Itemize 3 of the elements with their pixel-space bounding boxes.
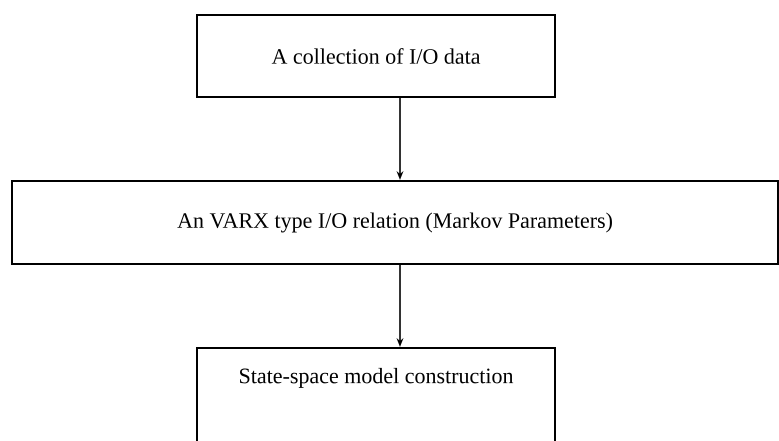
process-box: State-space model construction — [196, 347, 556, 441]
process-box: An VARX type I/O relation (Markov Parameters) — [11, 180, 779, 265]
process-box: A collection of I/O data — [196, 14, 556, 98]
